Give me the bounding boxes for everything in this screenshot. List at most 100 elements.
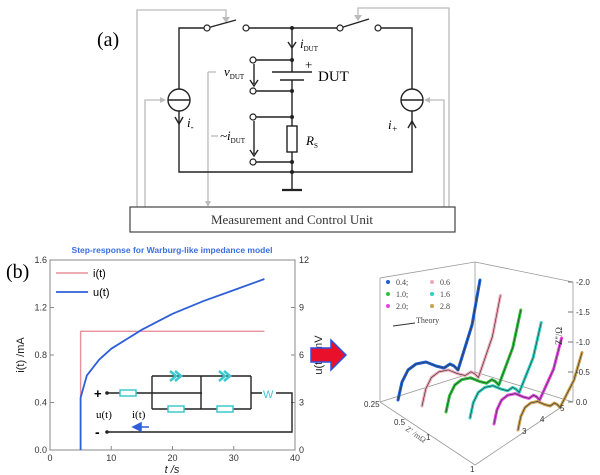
terminal-wires xyxy=(256,59,292,163)
y-tick-label-right: 0 xyxy=(299,445,304,455)
inset-i-label: i(t) xyxy=(132,409,146,421)
legend-marker-3d xyxy=(430,292,434,296)
theory-curve-4 xyxy=(493,337,562,425)
series-3d-0 xyxy=(396,278,482,402)
panel-a-label: (a) xyxy=(97,29,119,51)
legend-label-3d: 2.8 xyxy=(440,302,450,311)
i-plus-label: i+ xyxy=(388,117,398,134)
cpe-elements xyxy=(169,370,232,382)
series-3d-5 xyxy=(516,351,584,432)
x-tick-label: 10 xyxy=(106,453,116,463)
inset-equivalent-circuit: W + - u(t) i(t) xyxy=(94,370,293,440)
x-tick-label: 20 xyxy=(167,453,177,463)
rs-label: RS xyxy=(305,133,318,150)
series-3d-1 xyxy=(420,294,502,408)
x-tick-label: 30 xyxy=(229,453,239,463)
legend-label-i: i(t) xyxy=(93,268,106,280)
x-tick-label: 40 xyxy=(290,453,300,463)
inset-minus: - xyxy=(95,424,100,440)
legend-marker-3d xyxy=(386,304,390,308)
i-plus-arrow-icon xyxy=(407,119,417,129)
switch-right[interactable] xyxy=(339,18,370,29)
y-tick-label-right: 3 xyxy=(299,398,304,408)
y-tick-label-right: 6 xyxy=(299,350,304,360)
legend-marker-3d xyxy=(386,280,390,284)
plus-sign: + xyxy=(305,57,312,72)
resistor-series xyxy=(119,389,137,397)
x-tick-label-3d: 0.25 xyxy=(364,400,380,409)
y-tick-label-right: 12 xyxy=(299,255,309,265)
vdut-line xyxy=(207,71,216,205)
x-tick-label-3d: 1 xyxy=(426,433,431,442)
theory-curve-3 xyxy=(469,322,542,419)
step-response-chart: (b) Step-response for Warburg-like imped… xyxy=(6,245,325,475)
chart-title: Step-response for Warburg-like impedance… xyxy=(72,245,273,255)
inset-plus: + xyxy=(94,386,102,401)
warburg-label: W xyxy=(263,389,274,401)
z-tick-label: -1.5 xyxy=(576,308,590,317)
theory-curve-5 xyxy=(517,352,583,431)
panel-b-label: (b) xyxy=(6,261,29,283)
theory-curve-0 xyxy=(397,279,481,401)
legend-label-3d: 1.0; xyxy=(396,290,408,299)
x-axis-label-3d: Z' /mΩ xyxy=(404,424,428,444)
z-axis-label: Z''/Ω xyxy=(554,327,564,345)
z-tick-label: -1.0 xyxy=(576,338,590,347)
y-tick-label-left: 1.2 xyxy=(34,303,47,313)
theory-curve-2 xyxy=(445,309,522,413)
legend-label-3d: 0.4; xyxy=(396,278,408,287)
y-tick-label-right: 9 xyxy=(299,303,304,313)
y-tick-label-3d: 5 xyxy=(560,404,565,413)
control-line-left-switch xyxy=(136,9,227,207)
legend-label-u: u(t) xyxy=(93,287,110,299)
i-dut-arrow-icon xyxy=(287,41,297,50)
legend-marker-3d xyxy=(386,292,390,296)
switch-left[interactable] xyxy=(206,19,237,29)
resistor-rc2 xyxy=(216,405,234,413)
neg-i-dut-label: ~iDUT xyxy=(220,128,246,145)
y-tick-label-3d: 1 xyxy=(470,465,475,474)
inset-current-arrow-icon xyxy=(131,421,149,433)
inset-u-label: u(t) xyxy=(96,409,112,421)
legend-marker-3d xyxy=(430,304,434,308)
measurement-arrows xyxy=(249,64,259,158)
z-tick-label: 0.0 xyxy=(576,398,588,407)
y-tick-label-3d: 3 xyxy=(522,427,527,436)
legend-label-3d: 1.6 xyxy=(440,290,450,299)
control-line-left-source xyxy=(144,99,165,207)
y-tick-label-left: 1.6 xyxy=(34,255,47,265)
theory-curve-1 xyxy=(421,295,501,407)
legend-theory-line xyxy=(392,322,416,327)
current-source-right xyxy=(400,88,424,112)
circuit-diagram: (a) i- i+ iDUT xyxy=(97,7,456,233)
measurement-terminals xyxy=(249,56,257,166)
v-dut-label: vDUT xyxy=(224,64,245,81)
legend-theory-label: Theory xyxy=(416,316,439,325)
x-tick-label-3d: 0.5 xyxy=(394,418,406,427)
legend-label-3d: 0.6 xyxy=(440,278,450,287)
current-source-left xyxy=(167,88,191,112)
control-line-right-switch xyxy=(357,7,450,207)
z-tick-label: -2.0 xyxy=(576,278,590,287)
dut-label: DUT xyxy=(318,69,349,85)
z-tick-label: -0.5 xyxy=(576,368,590,377)
measurement-control-unit xyxy=(129,206,456,233)
i-minus-label: i- xyxy=(187,115,194,132)
control-line-right-source xyxy=(425,99,445,207)
y-tick-label-left: 0.4 xyxy=(34,398,47,408)
legend-label-3d: 2.0; xyxy=(396,302,408,311)
transition-arrow-icon xyxy=(310,338,348,372)
y-tick-label-left: 0.0 xyxy=(34,445,47,455)
x-tick-label: 0 xyxy=(47,453,52,463)
junction-dots xyxy=(290,26,294,174)
warburg-bg xyxy=(262,387,276,399)
resistor-rs xyxy=(286,125,298,153)
resistor-rc1 xyxy=(167,405,185,413)
switch-contacts xyxy=(203,24,382,32)
x-axis-label: t /s xyxy=(165,464,180,475)
i-minus-arrow-icon xyxy=(174,116,184,126)
mcu-label: Measurement and Control Unit xyxy=(211,212,373,227)
y-tick-label-left: 0.8 xyxy=(34,350,47,360)
